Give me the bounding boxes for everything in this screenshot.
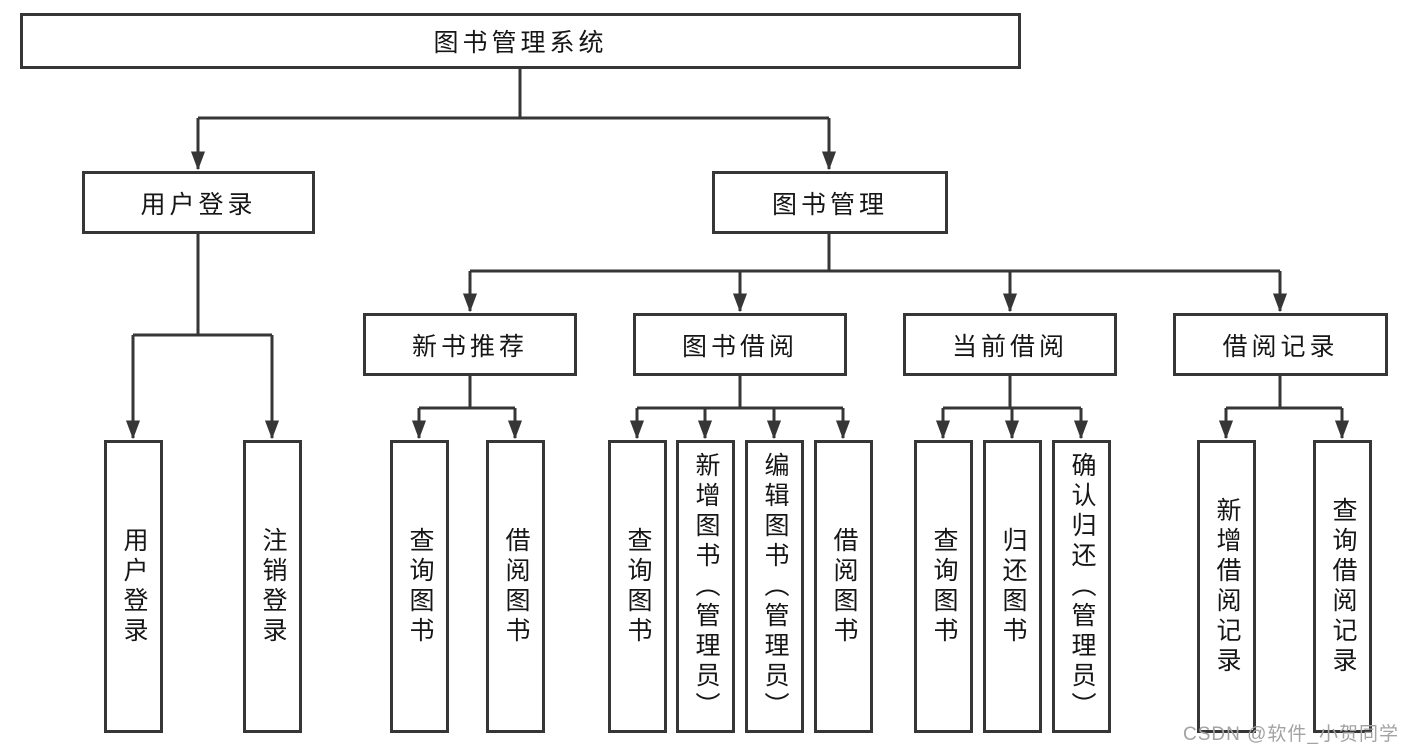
node-new-book-recommendation: 新书推荐 (363, 313, 577, 376)
node-current-borrowing: 当前借阅 (903, 313, 1117, 376)
connector-user-login-to-leaves (133, 234, 272, 337)
node-return-books: 归还图书 (983, 440, 1042, 733)
connector-borrowing-records-to-leaves (1226, 376, 1342, 410)
node-label: 注销登录 (259, 526, 287, 647)
node-query-books-1: 查询图书 (390, 440, 449, 733)
node-library-management-system: 图书管理系统 (20, 13, 1021, 69)
node-book-management: 图书管理 (712, 171, 948, 234)
connector-book-management-to-level3 (470, 234, 1280, 273)
node-borrowing-records: 借阅记录 (1173, 313, 1388, 376)
node-label: 借阅图书 (830, 526, 858, 647)
node-confirm-return-admin: 确认归还（管理员） (1052, 440, 1111, 733)
watermark: CSDN @软件_小贺同学 (1183, 724, 1399, 745)
node-query-books-2: 查询图书 (608, 440, 667, 733)
connector-root-to-level2 (198, 69, 829, 120)
node-borrow-books-1: 借阅图书 (486, 440, 545, 733)
connector-new-book-rec-to-leaves (419, 376, 515, 410)
node-add-borrow-record: 新增借阅记录 (1197, 440, 1256, 733)
node-logout-leaf: 注销登录 (243, 440, 302, 733)
node-label: 借阅图书 (502, 526, 530, 647)
node-book-borrowing: 图书借阅 (633, 313, 847, 376)
node-borrow-books-2: 借阅图书 (814, 440, 873, 733)
node-label: 归还图书 (999, 526, 1027, 647)
node-label: 查询图书 (406, 526, 434, 647)
node-label: 确认归还（管理员） (1068, 451, 1096, 722)
node-add-book-admin: 新增图书（管理员） (676, 440, 735, 733)
node-label: 查询图书 (624, 526, 652, 647)
node-label: 用户登录 (120, 526, 148, 647)
node-query-borrow-record: 查询借阅记录 (1313, 440, 1372, 733)
node-label: 新增图书（管理员） (692, 451, 720, 722)
connector-current-borrowing-to-leaves (943, 376, 1081, 410)
node-label: 新增借阅记录 (1213, 496, 1241, 677)
node-query-books-3: 查询图书 (914, 440, 973, 733)
node-label: 查询借阅记录 (1329, 496, 1357, 677)
node-label: 编辑图书（管理员） (761, 451, 789, 722)
node-edit-book-admin: 编辑图书（管理员） (745, 440, 804, 733)
node-label: 查询图书 (930, 526, 958, 647)
connector-book-borrowing-to-leaves (637, 376, 843, 410)
node-user-login-leaf: 用户登录 (104, 440, 163, 733)
node-user-login-branch: 用户登录 (82, 171, 315, 234)
